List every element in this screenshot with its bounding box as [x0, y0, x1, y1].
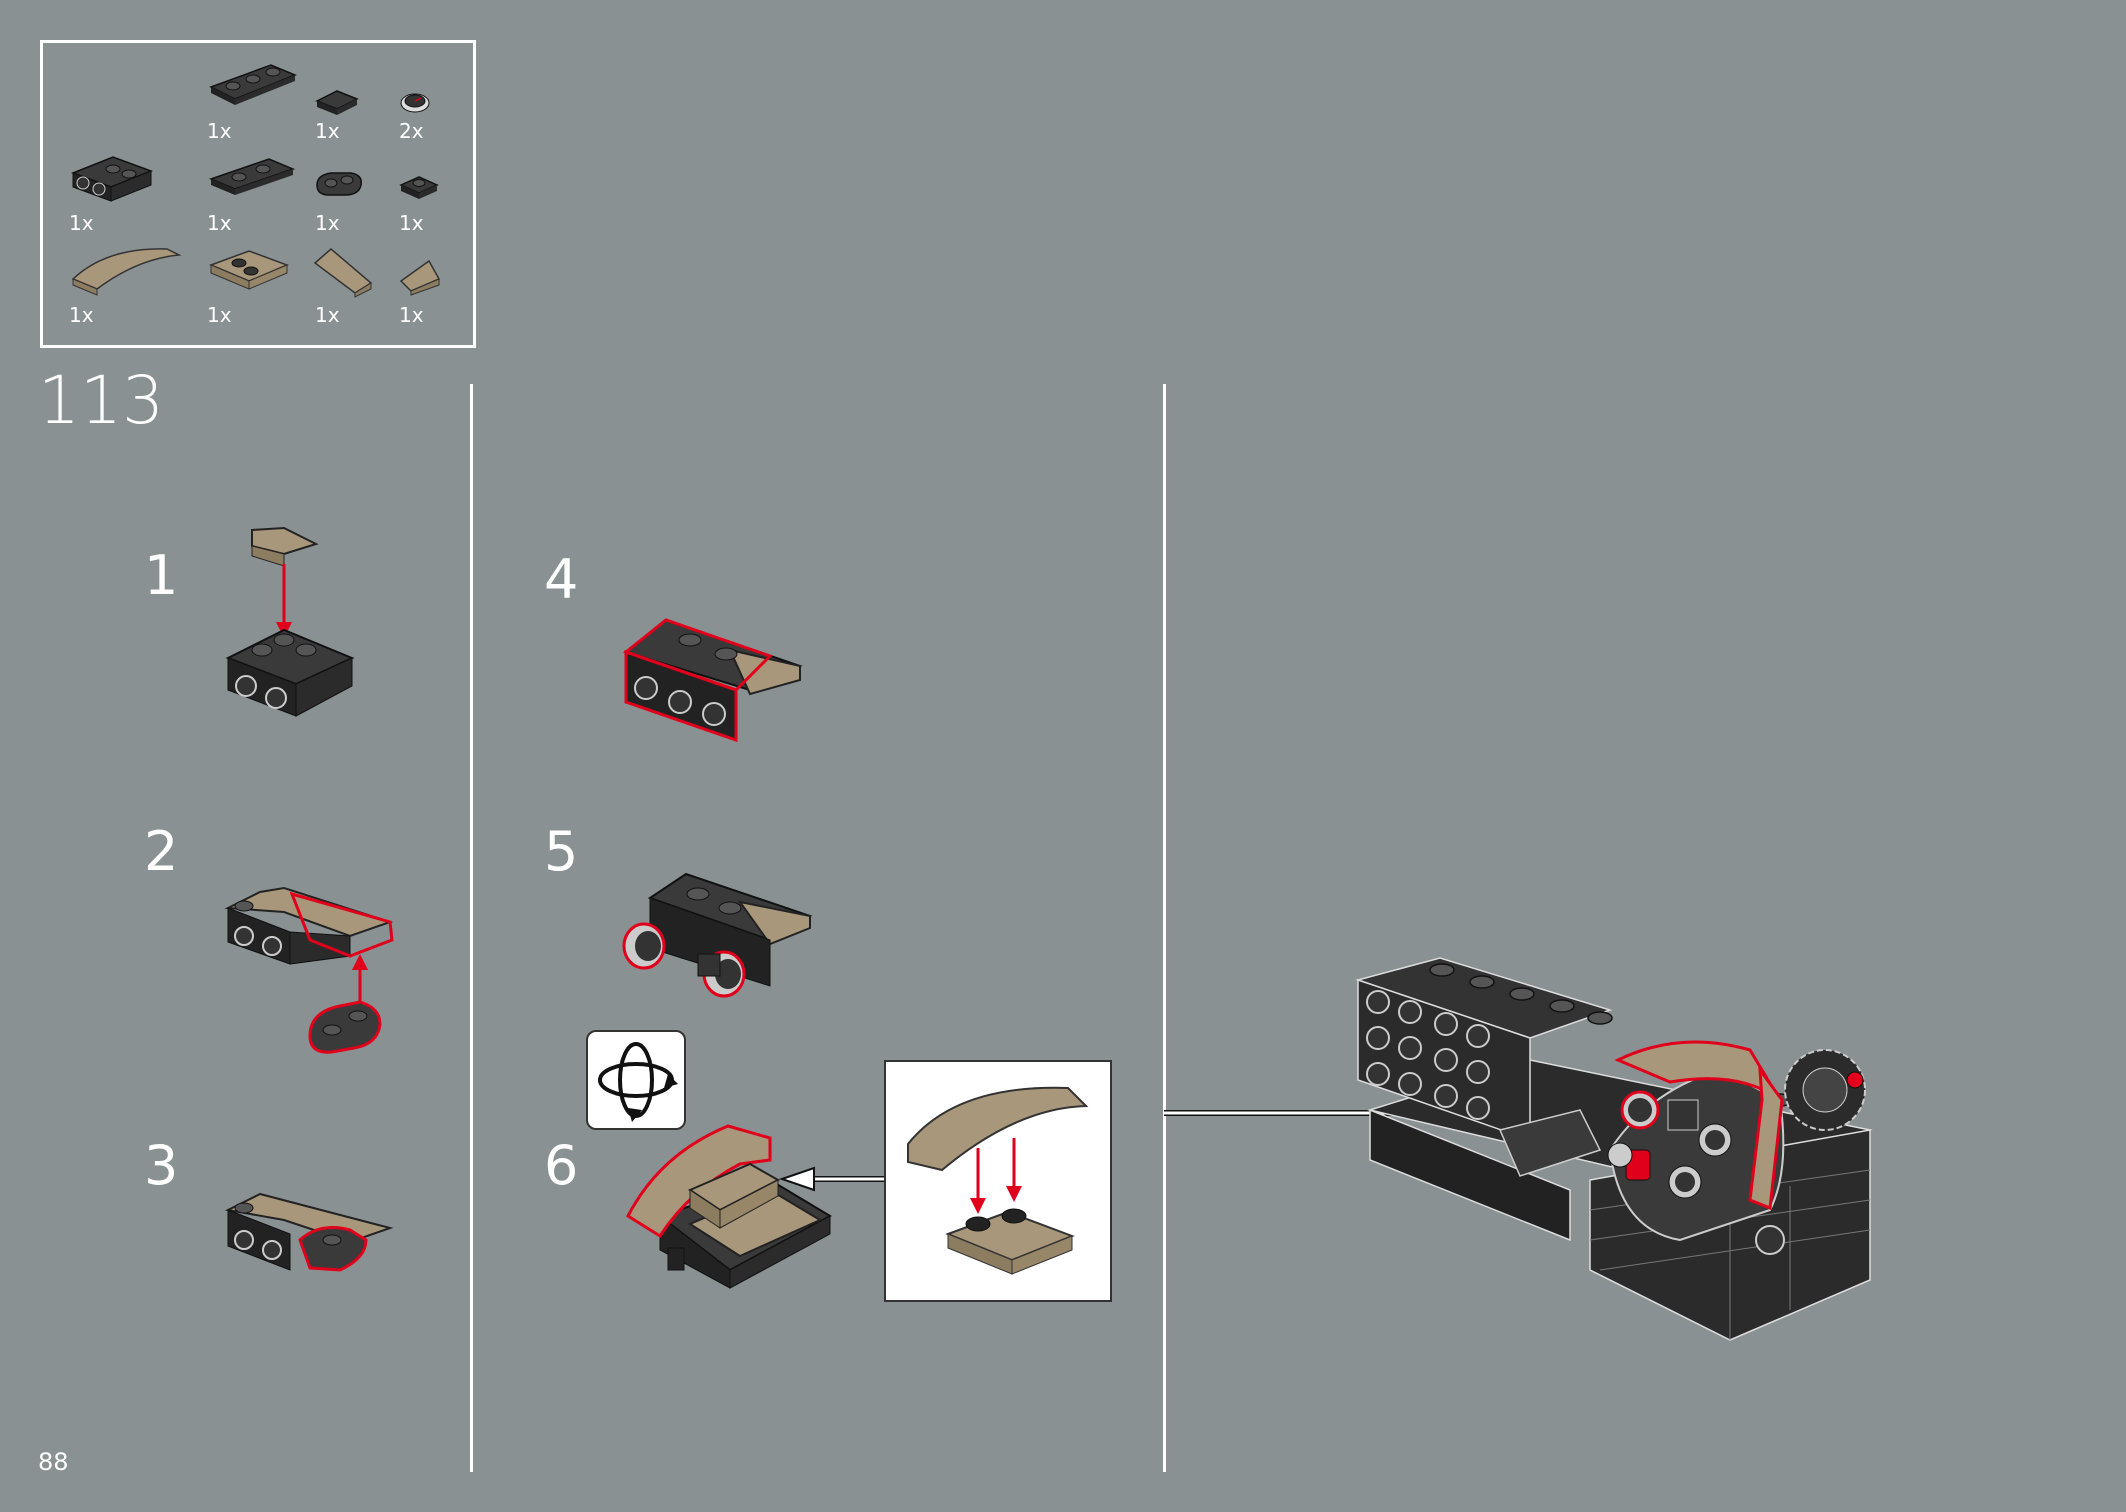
substep-5-illustration — [622, 872, 813, 998]
part-qty: 1x — [69, 303, 94, 327]
step-number: 113 — [38, 362, 164, 439]
callout-arrow — [778, 1166, 884, 1192]
plate-2x2-tan-icon — [207, 243, 293, 297]
rotate-model-icon — [586, 1030, 686, 1130]
substep-number: 2 — [144, 820, 179, 883]
page-number: 88 — [38, 1448, 69, 1476]
substep-1-illustration — [225, 526, 355, 717]
column-divider — [470, 384, 473, 1472]
substep-number: 6 — [544, 1134, 579, 1197]
part-qty: 1x — [69, 211, 94, 235]
slope-tan-large-icon — [311, 243, 375, 299]
round-tile-dial-icon — [397, 89, 433, 115]
part-qty: 1x — [399, 303, 424, 327]
substep-number: 3 — [144, 1134, 179, 1197]
part-qty: 1x — [399, 211, 424, 235]
brick-2x2-studs-sides-icon — [67, 147, 157, 207]
main-model-illustration — [1355, 957, 1873, 1341]
substep-4-illustration — [622, 618, 803, 743]
substep-2-illustration — [224, 886, 394, 1054]
substep-number: 4 — [544, 548, 579, 611]
curved-slope-tan-icon — [67, 239, 187, 299]
substep-6-illustration — [626, 1124, 833, 1289]
part-qty: 1x — [207, 119, 232, 143]
plate-1x3-dark-icon — [207, 155, 297, 199]
plate-1x4-dark-icon — [207, 59, 297, 109]
sub-assembly-callout — [884, 1060, 1112, 1302]
parts-inventory: 1x 1x 2x 1x 1x 1x 1x 1x 1x 1x 1x — [40, 40, 476, 348]
part-qty: 1x — [315, 119, 340, 143]
column-divider — [1163, 384, 1166, 1472]
substep-number: 1 — [144, 544, 179, 607]
part-qty: 1x — [315, 303, 340, 327]
part-qty: 1x — [315, 211, 340, 235]
tile-1x1-dark-icon — [313, 87, 363, 117]
part-qty: 1x — [207, 303, 232, 327]
substep-3-illustration — [224, 1192, 394, 1272]
slope-tan-small-icon — [397, 253, 443, 297]
plate-1x1-dark-icon — [397, 169, 441, 203]
plate-1x2-rounded-icon — [311, 167, 367, 203]
part-qty: 1x — [207, 211, 232, 235]
substep-number: 5 — [544, 820, 579, 883]
part-qty: 2x — [399, 119, 424, 143]
